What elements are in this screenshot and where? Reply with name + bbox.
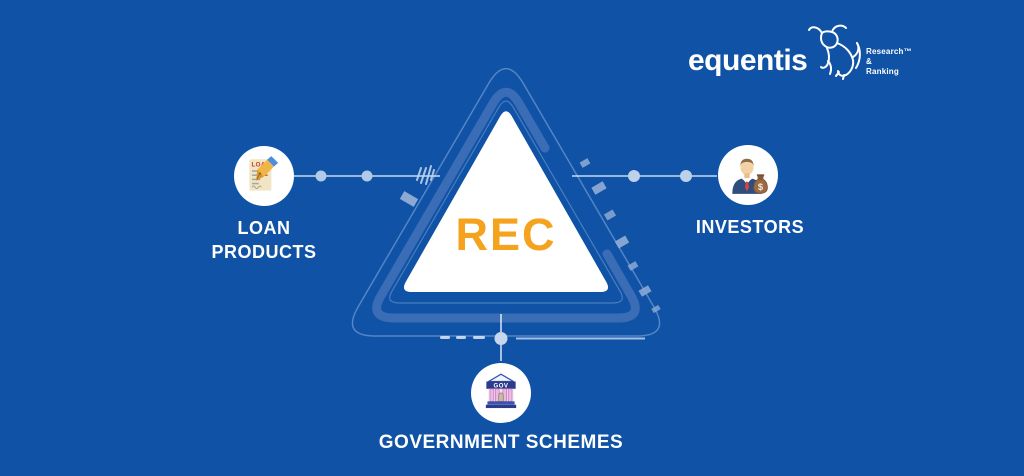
label-loan-products: LOAN PRODUCTS [164,217,364,265]
connector-dot [680,170,692,182]
connector-loan-products [294,170,440,182]
dollar-icon-text: $ [758,181,764,192]
connector-government-schemes [440,314,645,361]
inner-thin-triangle-outline [389,100,623,304]
center-triangle [403,111,609,292]
outer-thin-triangle-outline [351,67,661,337]
logo-tagline-line2: & [866,57,872,66]
logo-brand-text: equentis [688,44,808,77]
thick-triangle-outline [372,87,640,323]
logo-tagline-line3: Ranking [866,67,899,76]
investor-money-bag-icon: $ [732,158,768,194]
connector-dot [315,170,327,182]
label-investors: INVESTORS [695,217,805,237]
connector-investors [572,170,717,182]
logo-tagline-line1: Research™ [866,47,912,56]
government-building-icon: GOV [485,373,517,409]
connector-junction-dot [494,332,508,345]
node-circle-investors: $ [718,145,778,205]
node-circle-government-schemes: GOV [471,363,531,423]
bull-icon [808,24,861,80]
logo-tagline: Research™ & Ranking [866,47,912,77]
node-circle-loan-products: LOAN [234,146,294,206]
rec-label: REC [455,209,557,260]
label-government-schemes: GOVERNMENT SCHEMES [378,432,624,453]
equentis-logo: equentis Research™ & Ranking [688,22,923,86]
label-loan-products-line1: LOAN [237,218,291,238]
loan-document-pen-icon: LOAN [249,156,279,191]
connector-dot [361,170,373,182]
label-loan-products-line2: PRODUCTS [211,241,317,262]
dashed-diagonal-decoration [579,158,661,314]
dash-block-decoration [399,191,419,207]
loan-icon-text: LOAN [251,162,270,169]
hash-marks-decoration [416,165,435,185]
gov-icon-text: GOV [493,383,508,389]
connector-dot [628,170,640,182]
